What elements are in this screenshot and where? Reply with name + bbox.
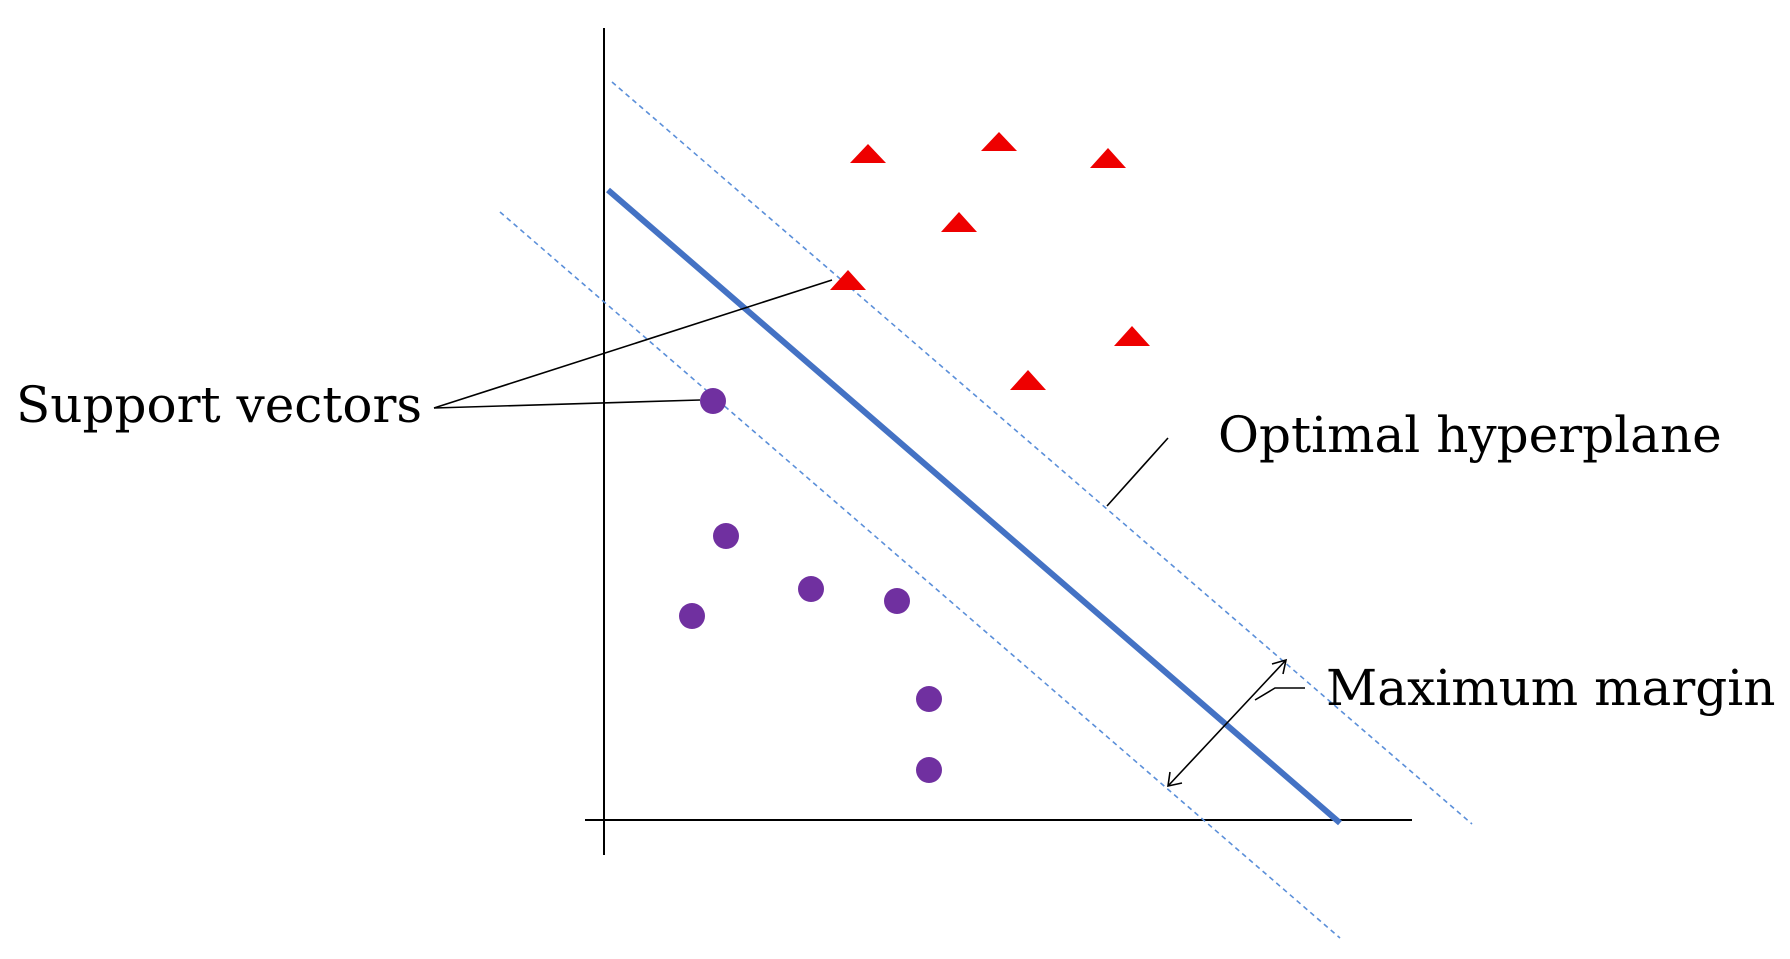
upper-margin-line	[611, 81, 1473, 825]
circle-point	[916, 757, 942, 783]
optimal-hyperplane-line	[606, 187, 1342, 826]
triangle-point	[941, 212, 977, 232]
support-vectors-label: Support vectors	[16, 376, 422, 434]
maximum-margin-arrow	[1167, 658, 1305, 788]
maximum-margin-label: Maximum margin	[1326, 659, 1775, 717]
maximum-margin-leader	[1254, 687, 1305, 701]
triangle-class-points	[830, 132, 1150, 390]
triangle-point	[1010, 370, 1046, 390]
hyperplane-leader	[1106, 437, 1169, 507]
triangle-point	[830, 270, 866, 290]
circle-point	[916, 686, 942, 712]
circle-class-points	[679, 388, 942, 783]
triangle-point	[850, 144, 886, 163]
circle-point	[884, 588, 910, 614]
triangle-point	[1090, 148, 1126, 168]
circle-point	[798, 576, 824, 602]
lower-margin-line	[499, 211, 1341, 939]
circle-point	[700, 388, 726, 414]
triangle-point	[981, 132, 1017, 151]
support-vectors-leaders	[433, 279, 833, 409]
triangle-point	[1114, 326, 1150, 346]
circle-point	[713, 523, 739, 549]
optimal-hyperplane-label: Optimal hyperplane	[1218, 406, 1722, 464]
circle-point	[679, 603, 705, 629]
